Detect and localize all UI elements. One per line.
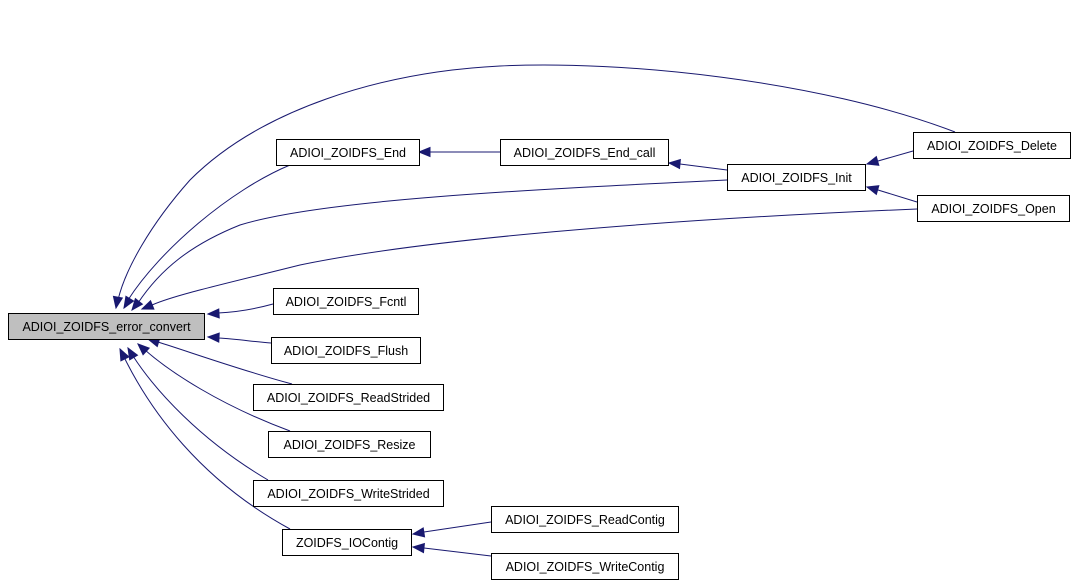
edge-line: [147, 338, 293, 385]
arrowhead-icon: [123, 295, 135, 310]
edge-fcntl-to-root: [206, 303, 274, 319]
arrowhead-icon: [206, 332, 220, 343]
arrowhead-icon: [131, 297, 144, 312]
node-box[interactable]: [491, 553, 679, 580]
node-root[interactable]: ADIOI_ZOIDFS_error_convert: [8, 313, 205, 340]
node-flush[interactable]: ADIOI_ZOIDFS_Flush: [271, 337, 421, 364]
node-iocontig[interactable]: ZOIDFS_IOContig: [282, 529, 412, 556]
edge-line: [123, 164, 291, 309]
edge-resize-to-root: [137, 343, 291, 432]
edge-line: [141, 208, 918, 310]
arrowhead-icon: [865, 185, 880, 196]
node-label: ADIOI_ZOIDFS_Delete: [927, 139, 1057, 153]
edge-end-to-root: [123, 164, 291, 310]
node-box[interactable]: [727, 164, 866, 191]
node-box[interactable]: [917, 195, 1070, 222]
arrowhead-icon: [411, 542, 425, 554]
edge-init-to-end_call: [667, 158, 728, 171]
edge-writestrided-to-root: [127, 346, 269, 481]
arrowhead-icon: [140, 299, 155, 310]
node-box[interactable]: [282, 529, 412, 556]
node-box[interactable]: [8, 313, 205, 340]
node-delete[interactable]: ADIOI_ZOIDFS_Delete: [913, 132, 1071, 159]
node-label: ADIOI_ZOIDFS_Fcntl: [286, 295, 407, 309]
edge-line: [137, 343, 291, 432]
node-label: ZOIDFS_IOContig: [296, 536, 398, 550]
edge-writecontig-to-iocontig: [411, 542, 492, 557]
edge-delete-to-init: [865, 150, 914, 166]
edge-init-to-root: [131, 179, 728, 312]
node-label: ADIOI_ZOIDFS_error_convert: [22, 320, 191, 334]
arrowhead-icon: [417, 146, 431, 158]
node-end[interactable]: ADIOI_ZOIDFS_End: [276, 139, 420, 166]
arrowhead-icon: [667, 158, 681, 170]
edges-layer: [112, 64, 956, 557]
edge-line: [412, 521, 492, 535]
edge-line: [119, 348, 291, 530]
node-open[interactable]: ADIOI_ZOIDFS_Open: [917, 195, 1070, 222]
node-box[interactable]: [276, 139, 420, 166]
edge-flush-to-root: [206, 332, 272, 344]
node-box[interactable]: [273, 288, 419, 315]
node-label: ADIOI_ZOIDFS_End: [290, 146, 406, 160]
node-box[interactable]: [500, 139, 669, 166]
nodes-layer: ADIOI_ZOIDFS_error_convert ADIOI_ZOIDFS_E…: [8, 132, 1071, 580]
node-fcntl[interactable]: ADIOI_ZOIDFS_Fcntl: [273, 288, 419, 315]
node-resize[interactable]: ADIOI_ZOIDFS_Resize: [268, 431, 431, 458]
node-box[interactable]: [268, 431, 431, 458]
node-label: ADIOI_ZOIDFS_WriteContig: [506, 560, 665, 574]
node-box[interactable]: [253, 384, 444, 411]
edge-delete-to-root: [112, 64, 956, 310]
edge-line: [412, 546, 492, 557]
node-box[interactable]: [253, 480, 444, 507]
node-label: ADIOI_ZOIDFS_ReadContig: [505, 513, 665, 527]
node-label: ADIOI_ZOIDFS_Open: [931, 202, 1055, 216]
node-readstrided[interactable]: ADIOI_ZOIDFS_ReadStrided: [253, 384, 444, 411]
edge-readstrided-to-root: [146, 337, 293, 385]
arrowhead-icon: [127, 346, 139, 361]
node-init[interactable]: ADIOI_ZOIDFS_Init: [727, 164, 866, 191]
node-writecontig[interactable]: ADIOI_ZOIDFS_WriteContig: [491, 553, 679, 580]
node-label: ADIOI_ZOIDFS_Init: [741, 171, 852, 185]
edge-end_call-to-end: [417, 146, 500, 158]
node-label: ADIOI_ZOIDFS_ReadStrided: [267, 391, 430, 405]
node-label: ADIOI_ZOIDFS_Resize: [284, 438, 416, 452]
arrowhead-icon: [865, 155, 880, 166]
edge-readcontig-to-iocontig: [411, 521, 492, 538]
edge-open-to-root: [140, 208, 918, 310]
node-readcontig[interactable]: ADIOI_ZOIDFS_ReadContig: [491, 506, 679, 533]
node-label: ADIOI_ZOIDFS_Flush: [284, 344, 408, 358]
node-label: ADIOI_ZOIDFS_WriteStrided: [267, 487, 429, 501]
node-writestrided[interactable]: ADIOI_ZOIDFS_WriteStrided: [253, 480, 444, 507]
edge-iocontig-to-root: [119, 347, 291, 530]
node-label: ADIOI_ZOIDFS_End_call: [514, 146, 656, 160]
arrowhead-icon: [137, 343, 151, 356]
arrowhead-icon: [206, 308, 220, 319]
arrowhead-icon: [112, 295, 124, 310]
edge-line: [127, 347, 269, 481]
edge-line: [131, 179, 728, 311]
edge-open-to-init: [865, 185, 918, 203]
arrowhead-icon: [411, 527, 426, 538]
node-box[interactable]: [913, 132, 1071, 159]
node-box[interactable]: [271, 337, 421, 364]
arrowhead-icon: [119, 347, 130, 362]
node-end-call[interactable]: ADIOI_ZOIDFS_End_call: [500, 139, 669, 166]
node-box[interactable]: [491, 506, 679, 533]
edge-line: [115, 64, 956, 309]
